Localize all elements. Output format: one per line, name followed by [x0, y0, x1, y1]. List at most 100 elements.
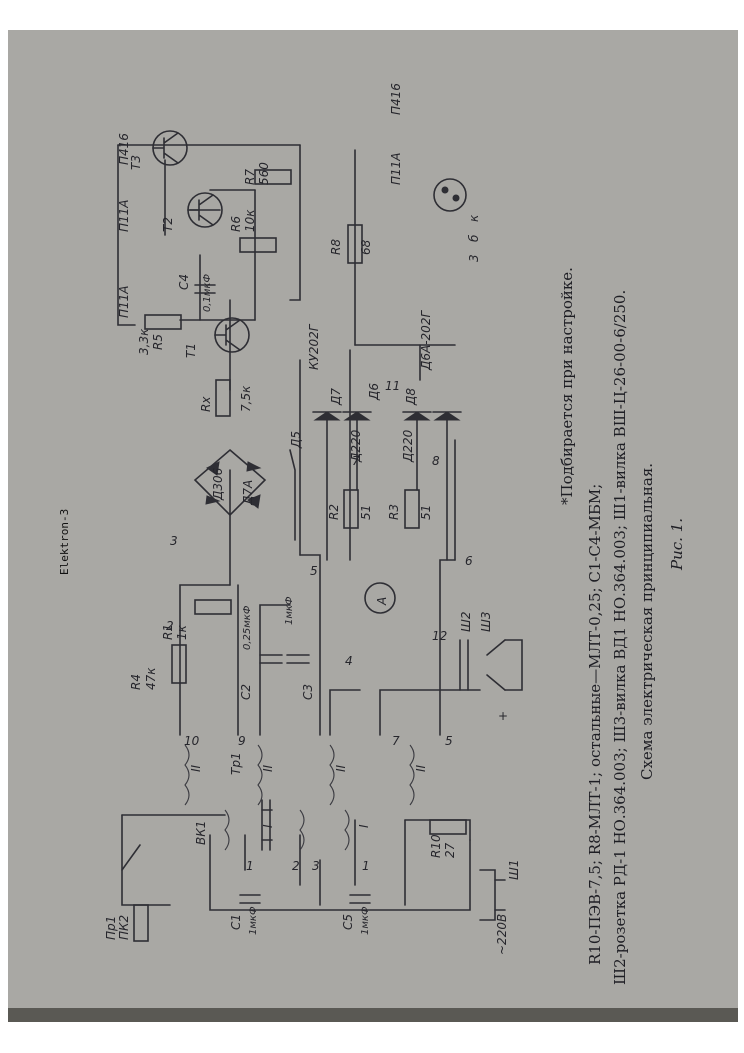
diodes	[312, 411, 462, 561]
label-pin-5: 5	[310, 564, 318, 578]
resistor-r10	[429, 819, 467, 835]
diode-d6	[403, 411, 431, 421]
label-r1-value: 1к	[175, 624, 189, 640]
caption-block: *Подбирается при настройке. R10-ПЭВ-7,5;…	[558, 267, 686, 985]
label-transistor-type-3: П11А	[389, 152, 403, 185]
label-rx-value: 7,5к	[239, 385, 253, 412]
label-pin-6: 6	[465, 554, 473, 568]
label-pin-1: 1	[246, 859, 254, 873]
fuse-pr1	[133, 904, 149, 942]
label-pr1-value: ПК2	[117, 915, 131, 940]
label-c1: С1	[229, 914, 243, 930]
label-r8-value: 68	[359, 239, 373, 255]
label-transistor-t3: П416	[117, 133, 131, 165]
caption-line-1: R10-ПЭВ-7,5; R8-МЛТ-1; остальные—МЛТ-0,2…	[586, 484, 604, 965]
label-t1: Т1	[184, 343, 198, 358]
top-margin	[0, 0, 744, 30]
capacitor-c4	[194, 284, 216, 294]
capacitor-c3	[286, 654, 310, 664]
label-r6-value: 10к	[243, 209, 257, 232]
label-pin-3: 3	[170, 534, 178, 548]
label-winding-4: II	[261, 764, 275, 772]
label-c3-value: 1мкФ	[284, 596, 295, 625]
transistors	[152, 130, 250, 353]
label-plug-pin-1: 3	[467, 254, 481, 262]
label-r1: R1	[161, 624, 175, 640]
label-winding-2: I	[357, 824, 371, 828]
label-c3: С3	[301, 684, 315, 700]
label-pin-4: 4	[345, 654, 353, 668]
caption-footnote: *Подбирается при настройке.	[558, 267, 576, 505]
wiring	[117, 144, 481, 911]
label-r4-value: 47к	[144, 667, 158, 690]
resistor-r3	[404, 489, 420, 529]
resistor-r5	[144, 314, 182, 330]
plug-socket	[433, 178, 467, 212]
label-r8: R8	[329, 239, 343, 255]
ammeter	[364, 582, 396, 614]
label-c2: С2	[239, 684, 253, 700]
label-r4: R4	[129, 674, 143, 690]
label-pin-8: 8	[432, 454, 440, 468]
label-d-type1: КУ202Г	[307, 323, 321, 370]
caption-title: Схема электрическая принципиальная.	[638, 463, 656, 780]
diode-bridge	[193, 448, 267, 517]
label-r10-value: 27	[443, 842, 457, 858]
component-labels: Пр1 ПК2 ВК1 С1 1мкФ С5 1мкФ R10 27 ~220В…	[104, 83, 521, 955]
resistor-rx	[215, 379, 231, 417]
label-c5-value: 1мкФ	[360, 906, 371, 935]
label-t2: Т2	[161, 217, 175, 232]
label-d5: Д5	[289, 431, 303, 449]
label-plug-pin-2: б	[467, 234, 481, 242]
label-winding-3: II	[189, 764, 203, 772]
label-transistor-type-1: П11А	[117, 285, 131, 318]
label-tr1: Тр1	[229, 752, 243, 775]
label-winding-6: II	[414, 764, 428, 772]
label-t3: Т3	[129, 155, 143, 170]
label-c4: С4	[177, 274, 191, 290]
label-bridge: Д7А	[241, 480, 255, 506]
label-d-type3-1: Д220	[349, 429, 363, 463]
label-sh1: Ш1	[507, 860, 521, 880]
label-pin-7b: 7	[392, 734, 400, 748]
resistor-r1	[194, 599, 232, 615]
capacitors	[194, 284, 371, 904]
connectors	[433, 178, 523, 921]
label-d8: Д8	[404, 388, 418, 406]
resistor-r4	[171, 644, 187, 684]
label-pin-10: 10	[184, 734, 200, 748]
label-pin-12: 12	[432, 629, 447, 643]
label-plug-pin-3: к	[467, 214, 481, 222]
label-pin-11: 11	[385, 379, 400, 393]
resistor-r6	[239, 237, 277, 253]
caption-line-2: Ш2-розетка РД-1 НО.364.003; Ш3-вилка ВД1…	[611, 290, 629, 985]
label-r3: R3	[387, 504, 401, 520]
label-transistor-type-2: П11А	[117, 199, 131, 232]
capacitor-c5	[349, 894, 371, 904]
label-d6: Д6	[367, 383, 381, 401]
label-pin-5b: 5	[445, 734, 453, 748]
bottom-shadow	[8, 1008, 738, 1022]
label-dvd: Д6А-202Г	[419, 310, 433, 371]
label-r7: R7	[243, 169, 257, 185]
label-r3-value: 51	[419, 505, 433, 520]
resistor-r8	[347, 224, 363, 264]
resistor-r7	[254, 169, 292, 185]
label-mains: ~220В	[495, 914, 509, 955]
label-meter: А	[375, 597, 389, 606]
label-sh3: Ш3	[479, 612, 493, 632]
caption-figure: Рис. 1.	[668, 518, 686, 571]
label-sh2: Ш2	[459, 612, 473, 632]
label-pin-3b: 3	[312, 859, 320, 873]
label-bridge-diode: Д306	[211, 467, 225, 501]
diode-d5	[313, 411, 341, 421]
label-c4-value: 0,1мкФ	[202, 274, 213, 312]
label-winding-5: II	[334, 764, 348, 772]
label-r7-value: 560	[257, 162, 271, 185]
label-winding-1: I	[261, 824, 275, 828]
paper-background	[8, 30, 738, 1020]
label-r2-value: 51	[359, 505, 373, 520]
label-transistor-t3-2: П416	[389, 83, 403, 115]
